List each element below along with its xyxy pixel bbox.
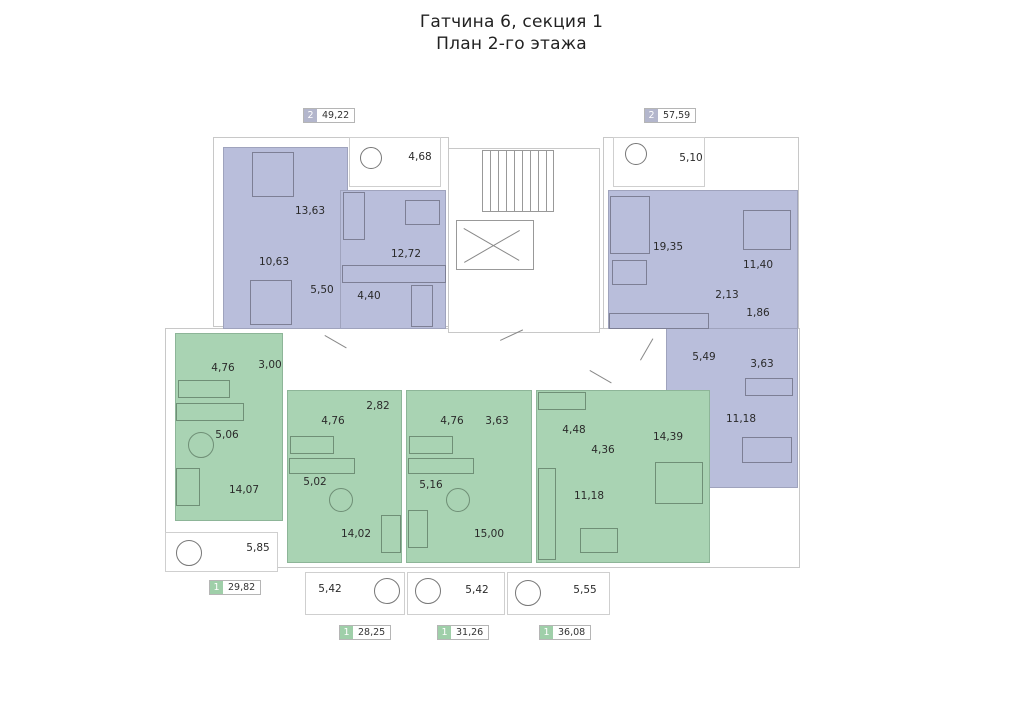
balcony-table-icon: [515, 580, 541, 606]
room-area: 3,00: [258, 359, 282, 371]
kitchen-counter-icon: [609, 313, 709, 329]
balcony-table-icon: [176, 540, 202, 566]
badge-total-area: 29,82: [223, 581, 261, 594]
room-area: 2,82: [366, 400, 390, 412]
plan-subtitle: План 2-го этажа: [436, 34, 587, 54]
room-area: 14,02: [340, 528, 372, 540]
room-area: 4,76: [321, 415, 345, 427]
room-area: 5,55: [573, 584, 597, 596]
room-area: 4,48: [562, 424, 586, 436]
bathtub-icon: [538, 392, 586, 410]
apartment-se[interactable]: [536, 390, 710, 563]
sofa-icon: [381, 515, 401, 553]
balcony-table-icon: [374, 578, 400, 604]
bathtub-icon: [745, 378, 793, 396]
plan-title: Гатчина 6, секция 1: [419, 12, 604, 32]
bathtub-icon: [411, 285, 433, 327]
apartment-badge-sw[interactable]: 1 29,82: [209, 580, 262, 595]
badge-rooms-count: 1: [438, 626, 451, 639]
badge-total-area: 31,26: [451, 626, 489, 639]
apartment-nw[interactable]: [223, 147, 348, 329]
room-area: 4,40: [357, 290, 381, 302]
bed-icon: [250, 280, 292, 325]
apartment-nw-living: [340, 190, 446, 329]
balcony-table-icon: [625, 143, 647, 165]
dining-table-icon: [329, 488, 353, 512]
room-area: 5,50: [310, 284, 334, 296]
kitchen-counter-icon: [538, 468, 556, 560]
sofa-icon: [610, 196, 650, 254]
dining-table-icon: [446, 488, 470, 512]
room-area: 5,02: [303, 476, 327, 488]
room-area: 4,76: [440, 415, 464, 427]
apartment-sw[interactable]: [175, 333, 283, 521]
room-area: 14,07: [228, 484, 260, 496]
badge-rooms-count: 1: [540, 626, 553, 639]
room-area: 5,10: [679, 152, 703, 164]
badge-rooms-count: 1: [340, 626, 353, 639]
sofa-icon: [176, 468, 200, 506]
room-area: 14,39: [652, 431, 684, 443]
room-area: 5,16: [419, 479, 443, 491]
bathtub-icon: [409, 436, 453, 454]
bed-icon: [655, 462, 703, 504]
room-area: 13,63: [294, 205, 326, 217]
bed-icon: [742, 437, 792, 463]
room-area: 19,35: [652, 241, 684, 253]
dining-table-icon: [188, 432, 214, 458]
apartment-badge-s1[interactable]: 1 28,25: [339, 625, 392, 640]
kitchen-counter-icon: [176, 403, 244, 421]
sofa-icon: [408, 510, 428, 548]
apartment-ne[interactable]: [608, 190, 798, 329]
bed-icon: [252, 152, 294, 197]
badge-total-area: 36,08: [553, 626, 591, 639]
room-area: 11,18: [725, 413, 757, 425]
room-area: 2,13: [715, 289, 739, 301]
kitchen-counter-icon: [289, 458, 355, 474]
room-area: 4,36: [591, 444, 615, 456]
badge-rooms-count: 2: [645, 109, 658, 122]
dining-table-icon: [405, 200, 440, 225]
bathtub-icon: [290, 436, 334, 454]
room-area: 5,42: [318, 583, 342, 595]
balcony-table-icon: [415, 578, 441, 604]
badge-rooms-count: 2: [304, 109, 317, 122]
room-area: 15,00: [473, 528, 505, 540]
badge-total-area: 28,25: [353, 626, 391, 639]
staircase: [482, 150, 554, 212]
room-area: 1,86: [746, 307, 770, 319]
room-area: 10,63: [258, 256, 290, 268]
room-area: 3,63: [750, 358, 774, 370]
badge-rooms-count: 1: [210, 581, 223, 594]
badge-total-area: 49,22: [317, 109, 355, 122]
bed-icon: [743, 210, 791, 250]
room-area: 5,85: [246, 542, 270, 554]
room-area: 5,49: [692, 351, 716, 363]
room-area: 4,68: [408, 151, 432, 163]
apartment-s1[interactable]: [287, 390, 402, 563]
apartment-badge-se[interactable]: 1 36,08: [539, 625, 592, 640]
sofa-icon: [343, 192, 365, 240]
room-area: 12,72: [390, 248, 422, 260]
room-area: 5,06: [215, 429, 239, 441]
bathtub-icon: [178, 380, 230, 398]
balcony-table-icon: [360, 147, 382, 169]
room-area: 5,42: [465, 584, 489, 596]
kitchen-counter-icon: [408, 458, 474, 474]
room-area: 11,40: [742, 259, 774, 271]
dining-table-icon: [580, 528, 618, 553]
kitchen-counter-icon: [342, 265, 446, 283]
apartment-badge-s2[interactable]: 1 31,26: [437, 625, 490, 640]
room-area: 4,76: [211, 362, 235, 374]
dining-table-icon: [612, 260, 647, 285]
room-area: 3,63: [485, 415, 509, 427]
room-area: 11,18: [573, 490, 605, 502]
apartment-badge-ne[interactable]: 2 57,59: [644, 108, 697, 123]
badge-total-area: 57,59: [658, 109, 696, 122]
apartment-badge-nw[interactable]: 2 49,22: [303, 108, 356, 123]
